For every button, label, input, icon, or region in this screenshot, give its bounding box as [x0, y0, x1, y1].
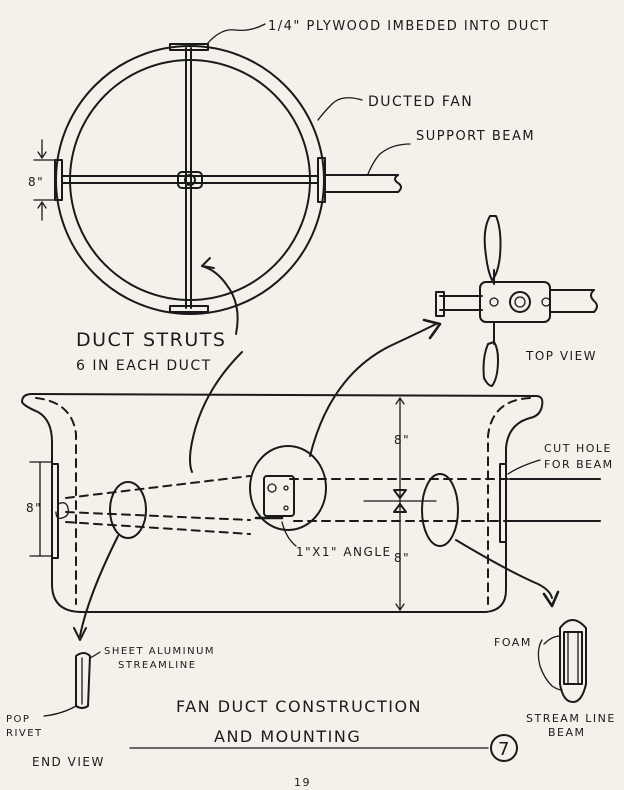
detail-oval-center	[249, 445, 327, 531]
dim-label-upper: 8"	[394, 433, 410, 447]
beam-break	[590, 289, 598, 313]
streamline-beam-label-1: STREAM LINE	[526, 712, 616, 725]
plywood-pad-right	[317, 157, 326, 203]
support-beam-label: SUPPORT BEAM	[416, 129, 535, 144]
strut-left-pad	[435, 291, 445, 317]
duct-inner-right	[487, 397, 531, 605]
left-hub	[55, 502, 70, 520]
hub-bolt-right	[541, 297, 551, 307]
dim-arrowhead-top	[395, 397, 405, 405]
pop-rivet-label-2: RIVET	[6, 728, 43, 739]
duct-struts-label-1: DUCT STRUTS	[76, 329, 226, 351]
blade-lower	[482, 341, 499, 387]
dim-arrowhead-upper	[37, 151, 47, 159]
top-view-label: TOP VIEW	[525, 349, 597, 363]
left-oval-arrow	[79, 535, 119, 637]
duct-side-outline	[21, 393, 544, 613]
dim-center-arrow-up	[393, 503, 407, 513]
duct-side-view	[21, 393, 601, 613]
struts-arrow-to-side	[189, 351, 243, 473]
ducted-fan-label: DUCTED FAN	[368, 94, 473, 110]
plywood-leader	[206, 23, 266, 45]
dim-arrowhead-bottom	[395, 603, 405, 611]
streamline-beam-core	[563, 631, 583, 685]
fan-hub-bolt	[184, 174, 196, 186]
duct-inner-left	[35, 397, 77, 605]
foam-label: FOAM	[494, 636, 532, 649]
plywood-label: 1/4" PLYWOOD IMBEDED INTO DUCT	[268, 19, 550, 34]
page-number: 19	[294, 776, 311, 789]
figure-number: 7	[498, 739, 511, 760]
duct-struts-label-2: 6 IN EACH DUCT	[76, 358, 212, 374]
detail-oval-right	[421, 473, 459, 547]
right-plywood-plate	[499, 463, 507, 543]
angle-bolt-3	[283, 505, 289, 511]
sideview-arrow-to-top	[309, 323, 437, 457]
support-beam-break	[394, 174, 402, 193]
figure-number-circle	[490, 734, 518, 762]
left-oval-arrowhead	[73, 627, 87, 641]
sheet-aluminum-label-2: STREAMLINE	[118, 660, 197, 671]
support-beam-leader	[367, 143, 411, 175]
rivet-leader	[43, 705, 77, 717]
strut-hidden-3	[65, 521, 251, 535]
hub-bolt-center-inner	[514, 296, 526, 308]
struts-arrow-to-circle	[201, 265, 239, 335]
dim-label-lower: 8"	[394, 551, 410, 565]
hub-bolt-center	[509, 291, 531, 313]
struts-arrowhead-circle	[201, 257, 215, 269]
circular-duct-view: 8"	[28, 43, 402, 315]
sheet-aluminum-leader	[89, 651, 101, 659]
angle-label: 1"X1" ANGLE	[296, 545, 392, 559]
beam-arrowhead	[542, 590, 560, 608]
streamline-shape	[75, 652, 91, 709]
top-view-detail	[435, 215, 598, 387]
cut-hole-label-2: FOR BEAM	[544, 458, 614, 471]
sheet-aluminum-label-1: SHEET ALUMINUM	[104, 646, 215, 657]
plywood-pad-bottom	[169, 305, 209, 313]
ducted-fan-leader	[317, 97, 363, 121]
cut-hole-leader	[507, 459, 541, 475]
angle-bolt-1	[267, 483, 277, 493]
detail-oval-left	[109, 481, 147, 539]
cut-hole-label-1: CUT HOLE	[544, 442, 612, 455]
dim-arrowhead-lower	[37, 201, 47, 209]
foam-leader-2	[543, 635, 561, 645]
beam-arrow	[455, 539, 553, 599]
sideview-arrowhead-top	[422, 318, 442, 340]
strut-hidden-2	[65, 511, 251, 521]
plywood-pad-top	[169, 43, 209, 51]
title-line-1: FAN DUCT CONSTRUCTION	[176, 697, 422, 716]
left-plywood-plate	[51, 463, 59, 559]
end-view-detail	[43, 535, 119, 717]
foam-leader	[537, 639, 563, 691]
title-line-2: AND MOUNTING	[214, 727, 361, 746]
dim-center-arrow-down	[393, 489, 407, 499]
angle-bolt-2	[283, 485, 289, 491]
pop-rivet-label-1: POP	[6, 714, 30, 725]
angle-bracket	[263, 475, 295, 517]
strut-hidden-1	[65, 475, 251, 499]
angle-leader	[281, 521, 297, 547]
streamline-beam-label-2: BEAM	[548, 726, 586, 739]
dim-label-top: 8"	[28, 175, 44, 189]
blade-upper	[483, 215, 502, 281]
streamline-beam-detail	[455, 539, 587, 703]
end-view-label: END VIEW	[32, 755, 105, 769]
fan-hub	[177, 171, 203, 189]
hub-bolt-left	[489, 297, 499, 307]
dim-label-left: 8"	[26, 501, 42, 515]
streamline-beam-outline	[559, 619, 587, 703]
